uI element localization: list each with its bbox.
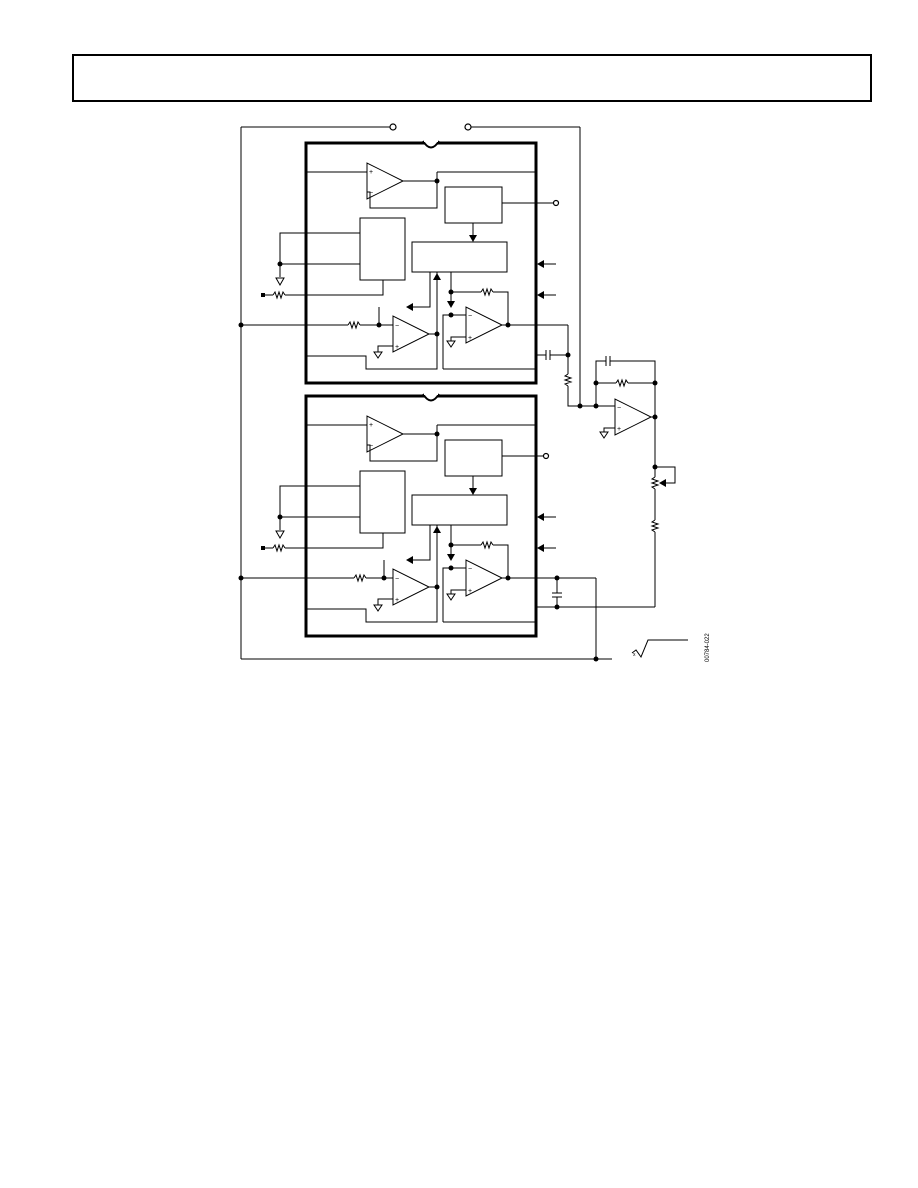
chip-2-reference-block <box>444 439 503 477</box>
chip-2-outline <box>304 394 538 638</box>
svg-text:−: − <box>468 566 472 573</box>
chip-1-notch <box>422 140 440 149</box>
chip-2-digital-input-arrow <box>537 513 544 521</box>
svg-text:x: x <box>633 652 636 658</box>
chip-1-control-block <box>359 217 406 281</box>
page-header-box <box>72 54 872 102</box>
top-right-terminal <box>464 123 472 131</box>
chip-1-outline <box>304 141 538 385</box>
svg-text:+: + <box>395 344 399 351</box>
svg-text:−: − <box>395 323 399 330</box>
svg-text:−: − <box>468 313 472 320</box>
figure-code: 00784-022 <box>705 633 711 662</box>
chip-2-digital-input-arrow-2 <box>537 544 544 552</box>
trim-potentiometer <box>650 476 660 490</box>
external-summing-amp: − + <box>577 356 676 607</box>
svg-text:−: − <box>395 576 399 583</box>
svg-text:+: + <box>369 422 373 429</box>
svg-text:+: + <box>468 335 472 342</box>
chip-2-dac-block <box>411 494 508 526</box>
chip-1-ref-terminal <box>552 199 560 207</box>
chip-2: + − <box>238 392 655 659</box>
chip-1: + − <box>238 139 615 407</box>
svg-text:+: + <box>617 426 621 433</box>
svg-text:−: − <box>369 190 373 197</box>
chip-1-amp-ground-icon <box>373 351 383 359</box>
chip-2-control-block <box>359 470 406 534</box>
chip-1-digital-input-arrow-2 <box>537 291 544 299</box>
svg-text:+: + <box>369 169 373 176</box>
chip-2-ref-terminal <box>542 452 550 460</box>
chip-1-ground-icon <box>275 277 285 287</box>
chip-1-digital-input-arrow <box>537 260 544 268</box>
svg-text:−: − <box>617 405 621 412</box>
chip-1-reference-block <box>444 186 503 224</box>
svg-text:+: + <box>468 588 472 595</box>
svg-text:+: + <box>395 597 399 604</box>
gain-resistor <box>650 519 660 533</box>
svg-text:−: − <box>369 443 373 450</box>
chip-2-ground-icon <box>275 530 285 540</box>
top-left-terminal <box>389 123 397 131</box>
output-label-symbol: x <box>631 639 688 659</box>
chip-2-notch <box>422 393 440 402</box>
external-amp-ground-icon <box>599 431 609 439</box>
chip-1-dac-block <box>411 241 508 273</box>
